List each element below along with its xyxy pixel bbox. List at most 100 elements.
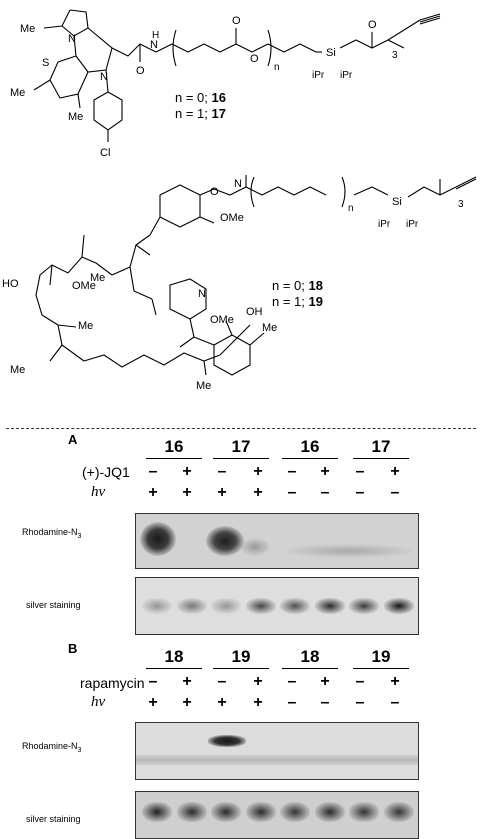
lane-band <box>383 598 414 614</box>
section-divider <box>6 428 476 429</box>
ligand-sign: + <box>182 673 192 690</box>
lane-band <box>383 802 414 822</box>
hv-sign: + <box>217 694 227 711</box>
blot-silver-a <box>135 577 419 635</box>
atom-o: O <box>368 19 377 31</box>
hv-sign: – <box>287 484 297 501</box>
atom-o: O <box>136 65 145 77</box>
rapamycin-bonds <box>35 175 346 376</box>
group-header: 18 <box>164 647 184 666</box>
atom-ipr: iPr <box>406 219 419 230</box>
lane-band <box>176 802 207 822</box>
compound-number: 19 <box>308 294 323 309</box>
subscript-3: 3 <box>458 199 464 210</box>
ligand-sign: – <box>287 463 297 480</box>
group-header: 19 <box>231 647 251 666</box>
band <box>240 538 270 556</box>
atom-ipr: iPr <box>378 219 391 230</box>
structure-rapamycin-probe: HO OMe OMe OMe Me Me Me Me Me OH N O N n… <box>2 175 477 392</box>
atom-n: N <box>100 71 108 83</box>
ligand-label: rapamycin <box>80 675 145 691</box>
blot-rhodamine-b <box>135 722 419 780</box>
compound-number: 17 <box>211 106 226 121</box>
atom-oh: OH <box>246 306 263 318</box>
atom-ipr: iPr <box>340 70 353 81</box>
atom-ho: HO <box>2 278 19 290</box>
blot-silver-b <box>135 791 419 839</box>
atom-me: Me <box>78 320 93 332</box>
hv-sign: + <box>253 694 263 711</box>
panel-label: A <box>68 432 78 447</box>
compound-legend-16-17: n = 0; 16 n = 1; 17 <box>175 90 226 121</box>
atom-ome: OMe <box>210 314 234 326</box>
hv-sign: – <box>320 694 330 711</box>
ligand-label: (+)-JQ1 <box>82 464 130 480</box>
ligand-sign: + <box>182 463 192 480</box>
atom-ipr: iPr <box>312 70 325 81</box>
hv-sign: + <box>148 484 158 501</box>
atom-me: Me <box>262 322 277 334</box>
group-underline <box>282 458 338 459</box>
atom-o: O <box>250 53 259 65</box>
hv-label: hv <box>91 694 106 710</box>
group-underline <box>353 668 409 669</box>
atom-si: Si <box>392 196 402 208</box>
compound-number: 16 <box>211 90 226 105</box>
lane-band <box>280 802 310 822</box>
structure-jq1-probe: Me Me Me N N S Cl N H O O O O n Si iPr i… <box>10 9 441 159</box>
lane-band <box>314 598 345 614</box>
subscript-n: n <box>348 203 354 214</box>
compound-legend-18-19: n = 0; 18 n = 1; 19 <box>272 278 323 309</box>
band <box>208 735 246 747</box>
group-header: 19 <box>371 647 391 666</box>
group-header: 16 <box>164 437 184 456</box>
blot-label-silver: silver staining <box>26 600 81 610</box>
atom-si: Si <box>326 47 336 59</box>
atom-h: H <box>152 30 159 41</box>
ligand-sign: + <box>253 463 263 480</box>
jq1-bonds <box>33 9 441 142</box>
hv-sign: + <box>148 694 158 711</box>
subscript-n: n <box>274 62 280 73</box>
band <box>206 526 244 556</box>
ligand-sign: – <box>355 463 365 480</box>
ligand-sign: – <box>217 673 227 690</box>
atom-o: O <box>232 15 241 27</box>
ligand-sign: + <box>253 673 263 690</box>
ligand-sign: + <box>390 463 400 480</box>
subscript-3: 3 <box>392 50 398 61</box>
hv-sign: + <box>182 484 192 501</box>
lane-band <box>211 598 241 614</box>
group-underline <box>213 668 269 669</box>
lane-band <box>211 802 241 822</box>
band <box>140 522 176 556</box>
blot-label-rhodamine: Rhodamine-N3 <box>22 741 82 754</box>
hv-sign: – <box>287 694 297 711</box>
lane-band <box>245 802 276 822</box>
band <box>136 755 418 765</box>
atom-o: O <box>210 186 219 198</box>
ligand-sign: – <box>217 463 227 480</box>
ligand-sign: – <box>355 673 365 690</box>
hv-sign: – <box>320 484 330 501</box>
atom-me: Me <box>10 87 25 99</box>
panel-label: B <box>68 641 78 656</box>
lane-band <box>314 802 345 822</box>
atom-n: N <box>68 33 76 45</box>
atom-me: Me <box>68 111 83 123</box>
atom-me: Me <box>10 364 25 376</box>
hv-sign: + <box>253 484 263 501</box>
lane-band <box>142 598 172 614</box>
compound-number: 18 <box>308 278 323 293</box>
group-underline <box>146 668 202 669</box>
group-underline <box>353 458 409 459</box>
atom-ome: OMe <box>220 212 244 224</box>
group-header: 17 <box>231 437 251 456</box>
atom-cl: Cl <box>100 147 110 159</box>
atom-me: Me <box>90 272 105 284</box>
lane-band <box>349 802 379 822</box>
lane-band <box>176 598 207 614</box>
group-underline <box>213 458 269 459</box>
lane-band <box>142 802 172 822</box>
band <box>284 544 414 558</box>
